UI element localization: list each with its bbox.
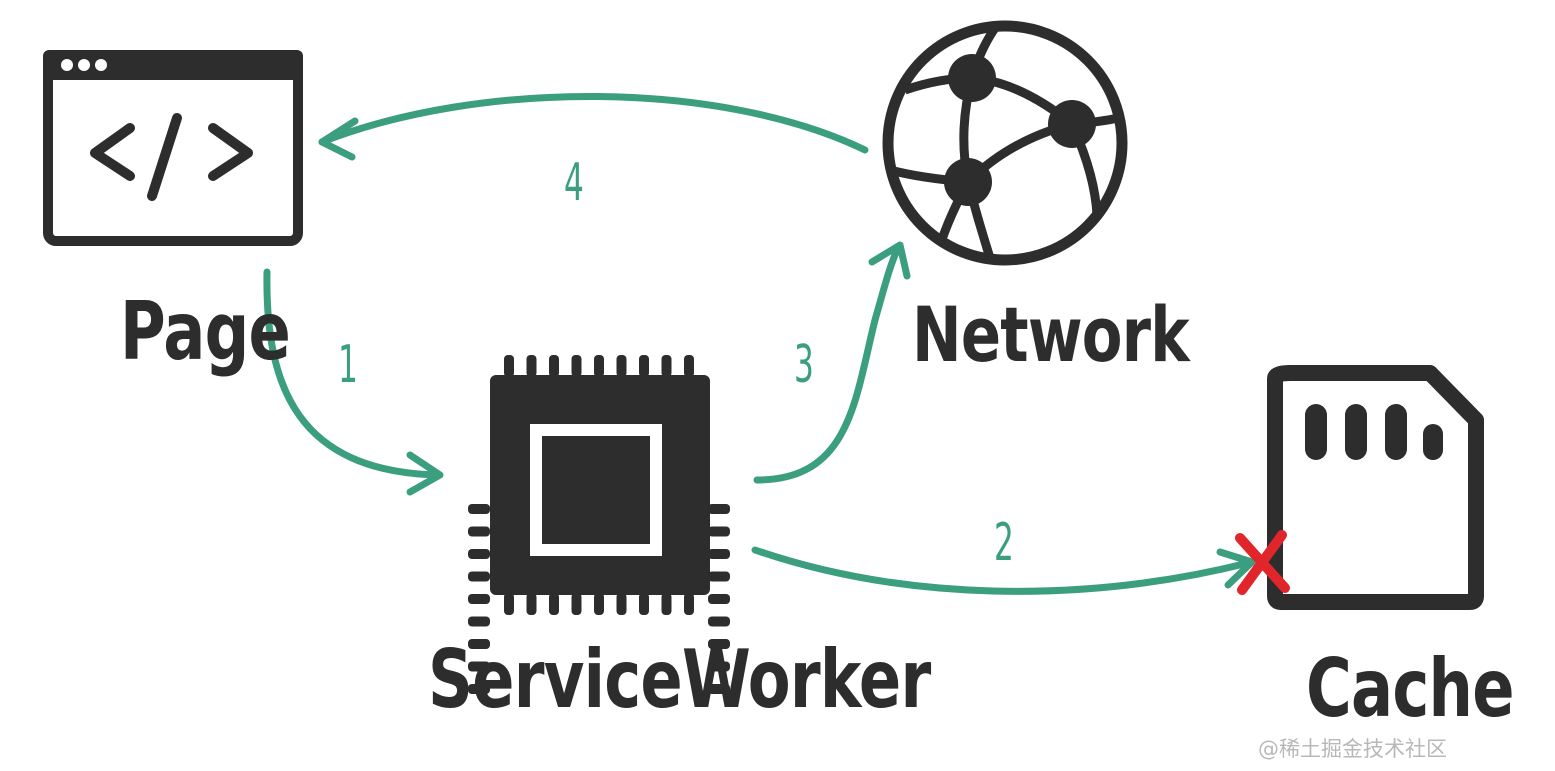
arrow-serviceworker-to-cache: [751, 546, 1256, 595]
cache-label: Cache: [1306, 642, 1515, 735]
watermark: @稀土掘金技术社区: [1258, 737, 1447, 761]
serviceworker-label: ServiceWorker: [428, 633, 931, 726]
step-4-label: 4: [564, 153, 584, 213]
fail-x-icon: [1235, 530, 1290, 595]
step-1-label: 1: [338, 335, 358, 395]
step-2-label: 2: [994, 513, 1014, 573]
network-label: Network: [912, 290, 1190, 379]
arrow-network-to-page: [318, 93, 869, 161]
page-label: Page: [120, 285, 291, 378]
globe-network-icon: [882, 20, 1128, 266]
arrow-serviceworker-to-network: [753, 241, 911, 484]
step-3-label: 3: [794, 335, 814, 395]
chip-icon: [468, 355, 730, 694]
arrow-page-to-serviceworker: [263, 268, 444, 496]
sd-card-icon: [1267, 365, 1484, 610]
code-window-icon: [43, 50, 303, 246]
